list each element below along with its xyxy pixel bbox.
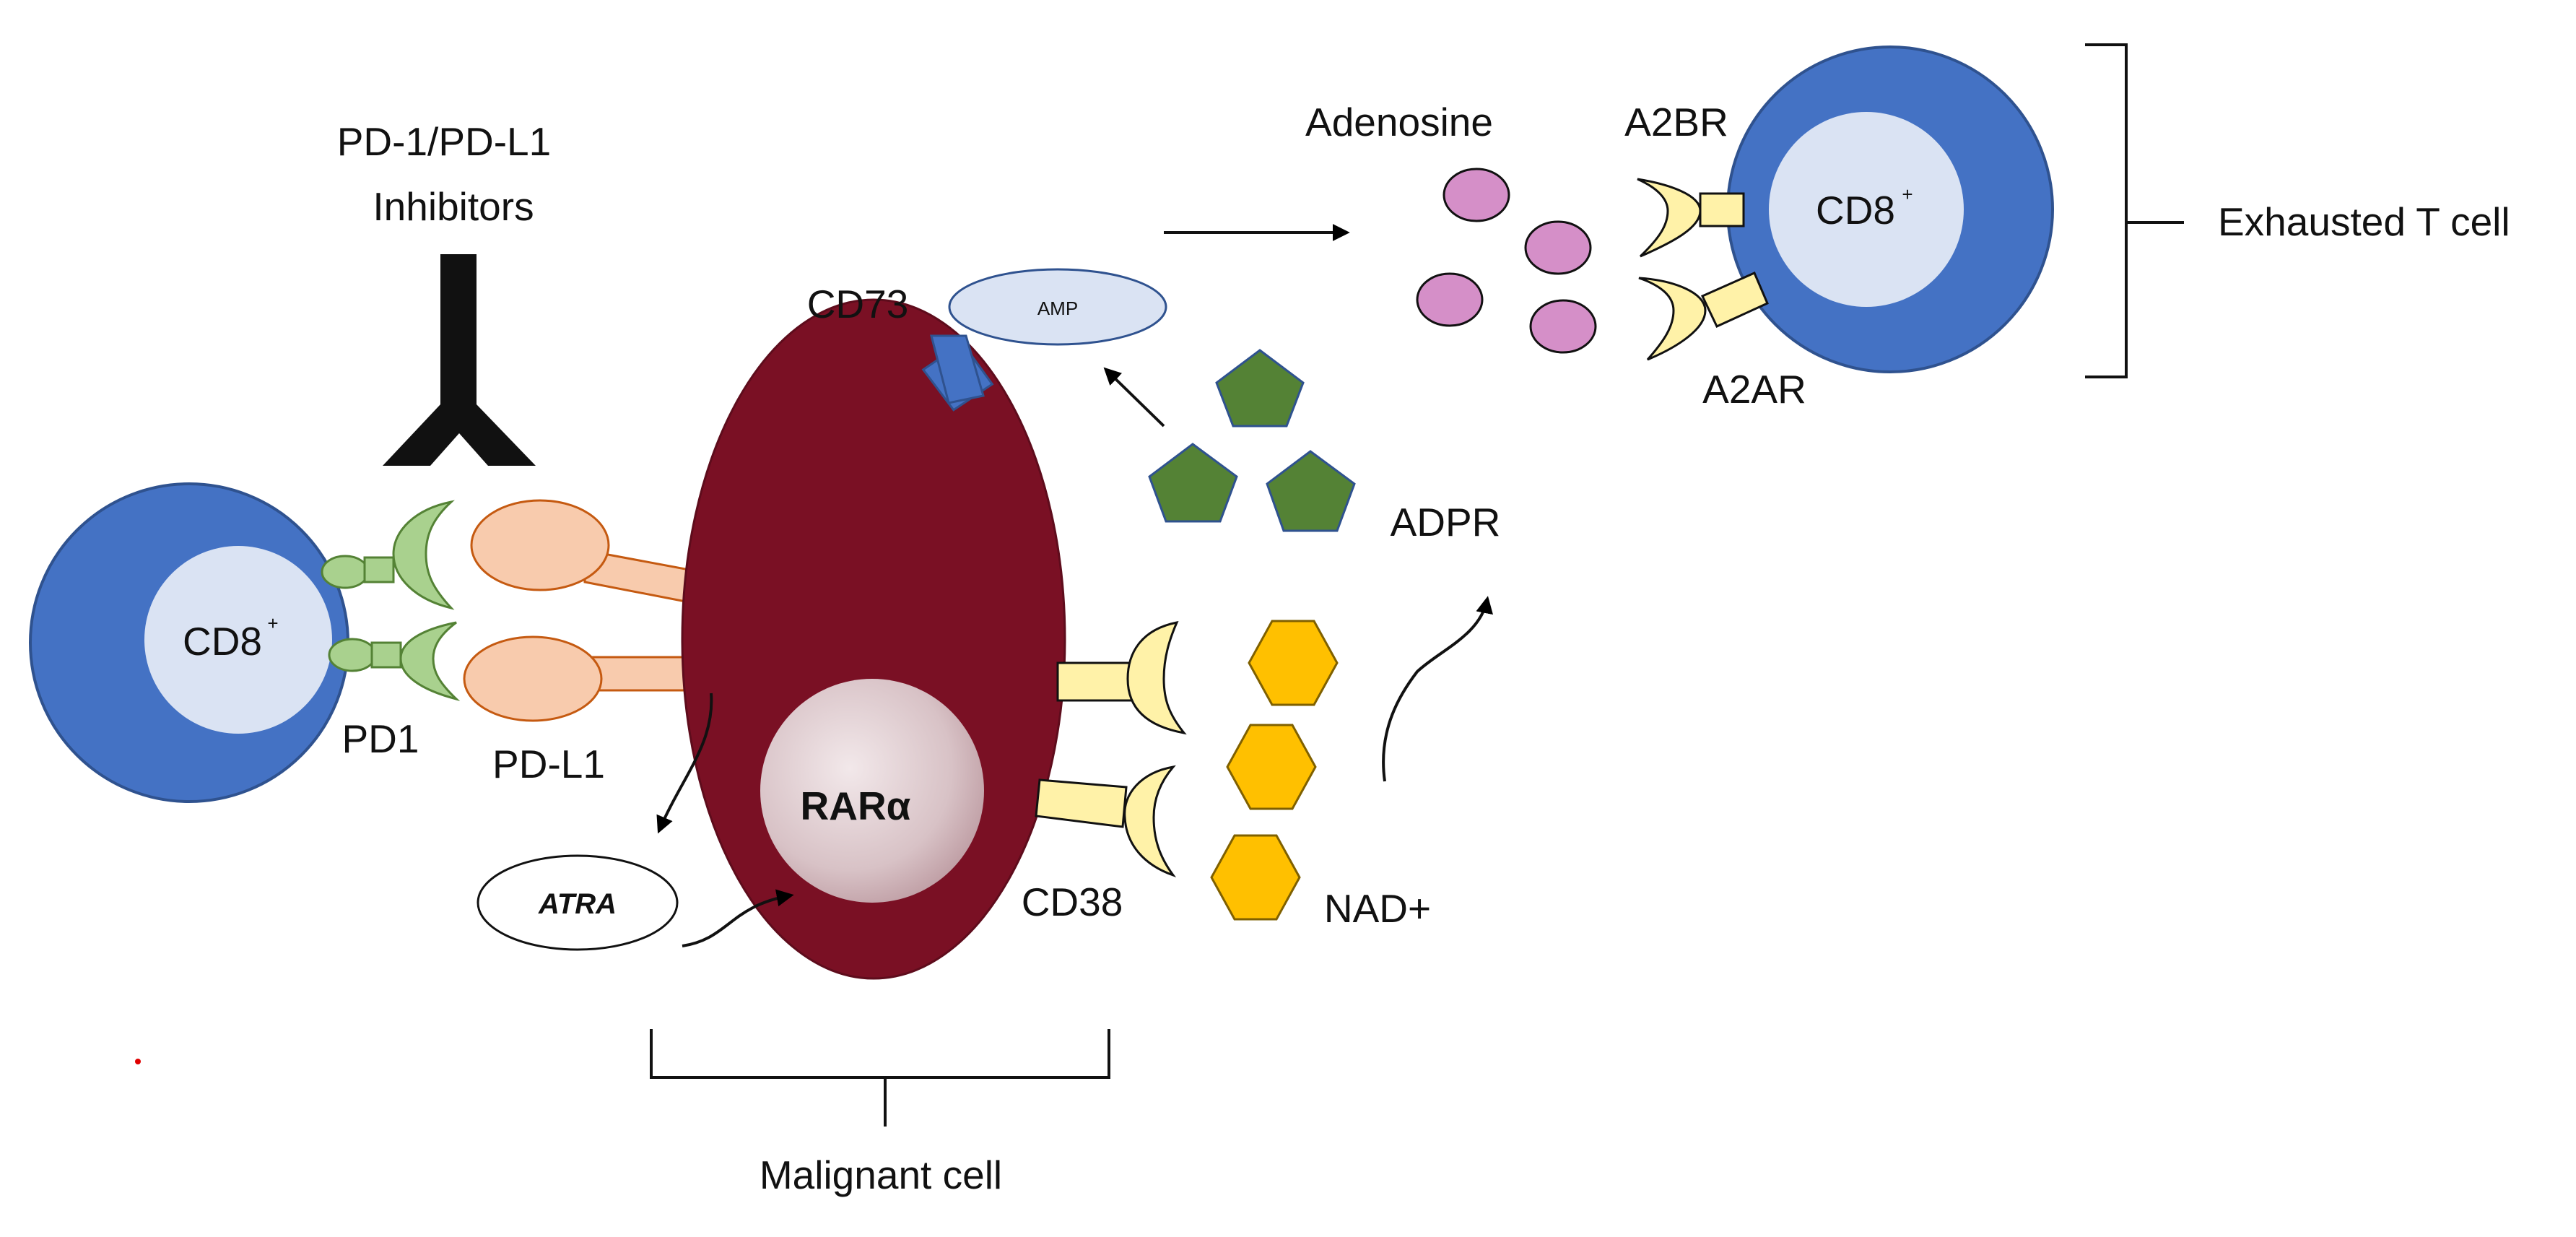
cd73-stalk-body: [930, 334, 985, 404]
a2br-receptor: [1637, 178, 1745, 258]
rar-alpha-label: RARα: [801, 784, 911, 828]
malignant-bracket: [650, 1029, 1110, 1079]
arrow-atra-to-rar: [682, 889, 794, 947]
adpr-pentagon-2: [1148, 443, 1238, 523]
a2ar-label: A2AR: [1702, 367, 1806, 412]
adenosine-dot-1: [1443, 168, 1510, 222]
atra-label: ATRA: [538, 888, 617, 920]
cd38-label: CD38: [1022, 880, 1123, 924]
cd8-right-label: CD8: [1816, 188, 1895, 233]
adpr-pentagon-1: [1215, 349, 1305, 427]
adpr-label: ADPR: [1391, 500, 1501, 544]
red-speck: [135, 1059, 141, 1064]
antibody-icon: [383, 254, 536, 466]
cd73-label: CD73: [807, 282, 909, 326]
cd8-left-superscript: +: [267, 612, 278, 634]
adpr-pentagon-3: [1266, 450, 1356, 532]
a2br-label: A2BR: [1624, 100, 1728, 144]
adenosine-dot-4: [1529, 299, 1597, 354]
adenosine-dot-3: [1416, 272, 1484, 327]
malignant-cell-label: Malignant cell: [760, 1153, 1002, 1197]
nad-hexagon-1: [1248, 620, 1339, 706]
a2ar-receptor: [1638, 272, 1769, 361]
adenosine-label: Adenosine: [1305, 100, 1493, 144]
cd38-receptor-top: [1056, 620, 1187, 735]
pdl1-ligand-top: [470, 499, 695, 604]
cd8-right-superscript: +: [1902, 183, 1913, 205]
nad-label: NAD+: [1324, 886, 1431, 931]
inhibitors-label-line1: PD-1/PD-L1: [337, 119, 551, 164]
atra-oval: [477, 854, 679, 951]
adenosine-dot-2: [1524, 220, 1592, 275]
pd1-receptor-top: [321, 500, 455, 610]
arrow-nad-to-adpr: [1382, 596, 1493, 782]
cd38-receptor-bottom: [1035, 765, 1177, 878]
arrow-to-atra: [656, 693, 713, 834]
pd1-label: PD1: [342, 716, 419, 761]
arrow-adpr-to-amp: [1103, 367, 1165, 427]
exhausted-bracket: [2085, 43, 2128, 378]
rar-alpha-nucleus: [760, 679, 984, 903]
nad-hexagon-2: [1226, 724, 1317, 810]
exhausted-t-cell-label: Exhausted T cell: [2218, 199, 2510, 244]
amp-oval: [948, 268, 1167, 346]
pd1-receptor-bottom: [328, 621, 461, 701]
pdl1-label: PD-L1: [492, 742, 605, 786]
t-cell-left-nucleus: [144, 546, 332, 734]
inhibitors-label-line2: Inhibitors: [373, 184, 534, 229]
amp-label: AMP: [1037, 298, 1078, 319]
pdl1-ligand-bottom: [463, 635, 695, 722]
t-cell-right-nucleus: [1769, 112, 1964, 307]
cd8-left-label: CD8: [183, 619, 262, 664]
nad-hexagon-3: [1210, 834, 1301, 921]
